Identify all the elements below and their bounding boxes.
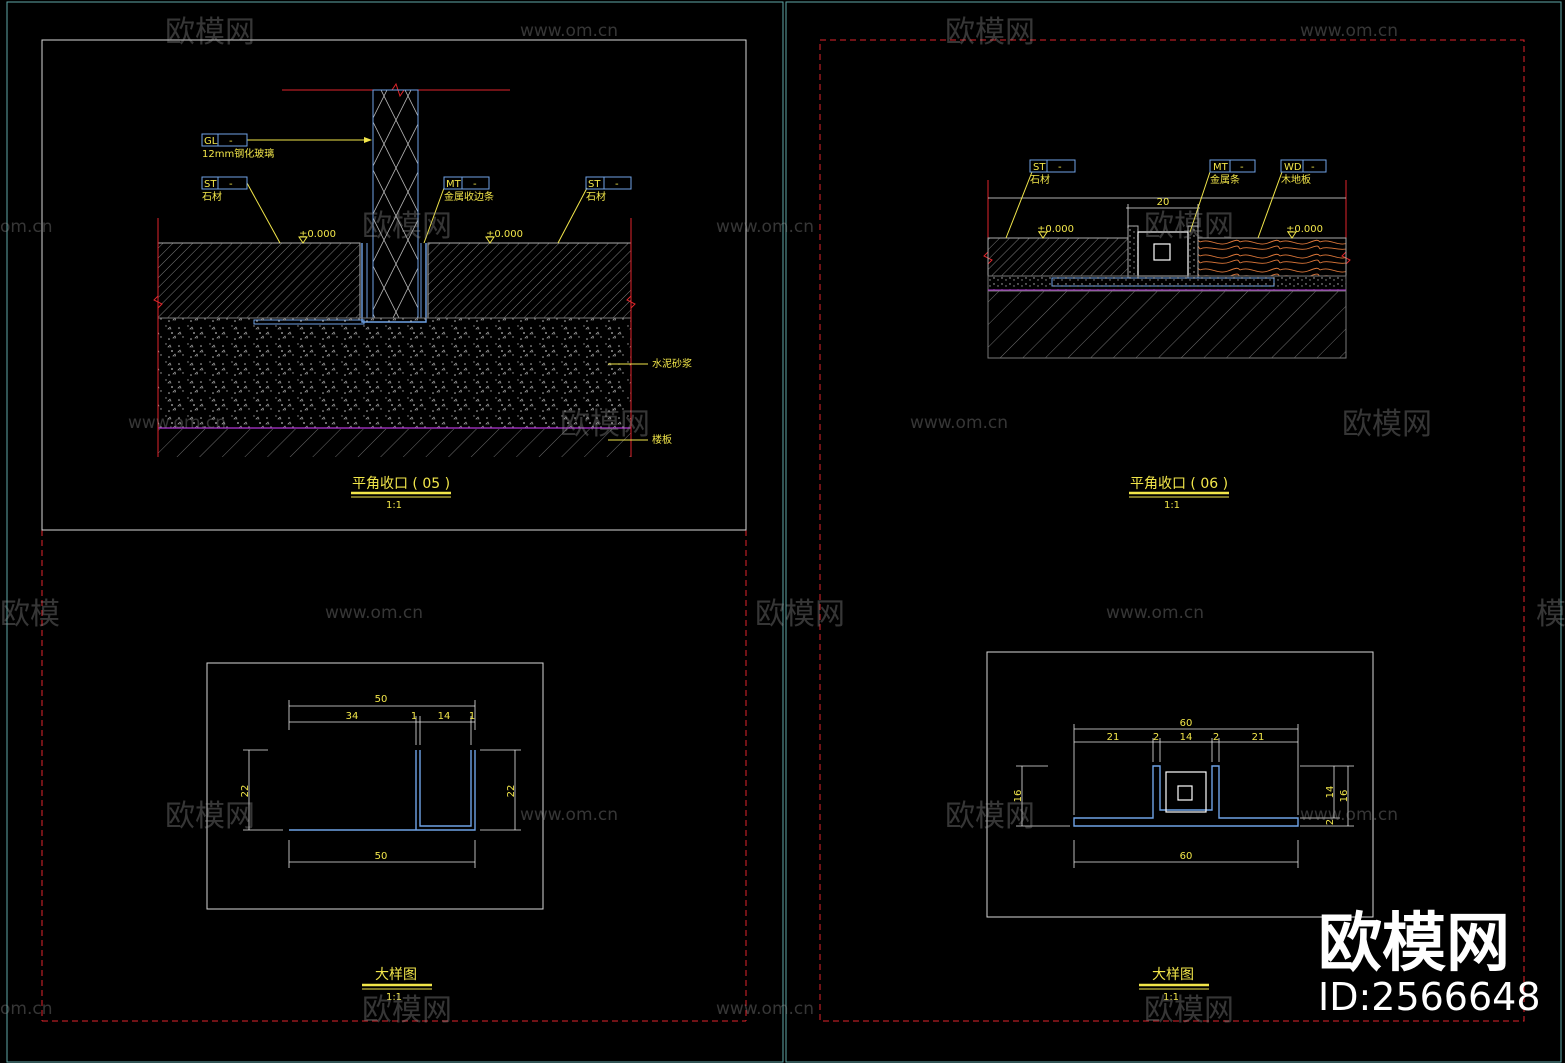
watermark-logo: 欧模网 bbox=[165, 799, 255, 834]
detail-05-section bbox=[41, 39, 747, 531]
dim-overall-bottom: 60 bbox=[1180, 851, 1193, 862]
sheet-frames bbox=[6, 1, 1562, 1063]
watermark-url: www.om.cn bbox=[520, 805, 618, 825]
large-detail-05-scale: 1:1 bbox=[386, 992, 402, 1003]
level-mark-left: ±0.000 bbox=[299, 229, 336, 240]
watermark-logo-partial: 模网 bbox=[1536, 597, 1565, 632]
dim-left-height: 22 bbox=[240, 785, 251, 798]
print-border-left bbox=[41, 530, 747, 1022]
watermark-url: www.om.cn bbox=[910, 413, 1008, 433]
tag-gl-note: 12mm钢化玻璃 bbox=[202, 147, 274, 160]
watermark-logo: 欧模网 bbox=[755, 597, 845, 632]
watermark-url: www.om.cn bbox=[716, 217, 814, 237]
tag-mt-note: 金属收边条 bbox=[444, 190, 494, 203]
watermark-logo: 欧模网 bbox=[945, 799, 1035, 834]
watermark-url: www.om.cn bbox=[128, 413, 226, 433]
detail-06-scale: 1:1 bbox=[1164, 500, 1180, 511]
watermark-logo: 欧模网 bbox=[362, 993, 452, 1028]
dim-e: 21 bbox=[1252, 732, 1265, 743]
dim-c: 14 bbox=[1180, 732, 1193, 743]
level-mark-right: ±0.000 bbox=[1286, 224, 1323, 235]
tag-mt-code: MT bbox=[1213, 162, 1229, 173]
large-detail-06-scale: 1:1 bbox=[1163, 992, 1179, 1003]
watermark-logo: 欧模网 bbox=[1144, 993, 1234, 1028]
dim-d: 2 bbox=[1213, 732, 1219, 743]
tag-wd-code: WD bbox=[1284, 162, 1302, 173]
detail-05-title: 平角收口 ( 05 ) bbox=[352, 476, 450, 492]
dim-overall-top: 50 bbox=[375, 694, 388, 705]
tag-mt-code: MT bbox=[446, 179, 462, 190]
tag-st-right-note: 石材 bbox=[586, 190, 606, 203]
watermark-url: www.om.cn bbox=[716, 999, 814, 1019]
watermark-url-partial: om.cn bbox=[0, 999, 53, 1019]
tag-st-right-suffix: - bbox=[615, 179, 619, 190]
tag-wd-note: 木地板 bbox=[1281, 173, 1311, 186]
detail-06-section bbox=[983, 159, 1351, 498]
watermark-url-partial: om.cn bbox=[0, 217, 53, 237]
label-slab: 楼板 bbox=[652, 433, 672, 446]
dim-gap-2: 1 bbox=[469, 711, 475, 722]
tag-mt-suffix: - bbox=[473, 179, 477, 190]
tag-mt-suffix: - bbox=[1240, 162, 1244, 173]
watermark-logo-partial: 欧模 bbox=[0, 597, 60, 632]
detail-06-labels: ST - 石材 MT - 金属条 WD - 木地板 20 ±0.000 ±0.0… bbox=[1030, 162, 1323, 511]
brand-mark: 欧模网 ID:2566648 bbox=[1318, 907, 1541, 1019]
detail-05-labels: GL - 12mm钢化玻璃 ST - 石材 MT - 金属收边条 ST - 石材… bbox=[202, 136, 692, 511]
detail-06-title: 平角收口 ( 06 ) bbox=[1130, 476, 1228, 492]
tag-gl-code: GL bbox=[204, 136, 218, 147]
dim-overall-bottom: 50 bbox=[375, 851, 388, 862]
brand-logo: 欧模网 bbox=[1318, 907, 1510, 981]
tag-st-left-code: ST bbox=[204, 179, 217, 190]
watermark-url: www.om.cn bbox=[1106, 603, 1204, 623]
watermark-layer: www.om.cn www.om.cn www.om.cn om.cn www.… bbox=[0, 15, 1565, 1028]
dim-right-height: 22 bbox=[506, 785, 517, 798]
watermark-logo: 欧模网 bbox=[945, 15, 1035, 50]
watermark-logo: 欧模网 bbox=[362, 209, 452, 244]
print-border-right bbox=[819, 39, 1525, 1022]
dim-right-outer: 16 bbox=[1339, 790, 1350, 803]
dim-b: 2 bbox=[1153, 732, 1159, 743]
tag-st-suffix: - bbox=[1058, 162, 1062, 173]
dim-left-height: 16 bbox=[1013, 790, 1024, 803]
level-mark-left: ±0.000 bbox=[1037, 224, 1074, 235]
watermark-logo: 欧模网 bbox=[1144, 209, 1234, 244]
large-detail-06-labels: 60 21 2 14 2 21 16 14 16 2 60 大样图 1:1 bbox=[1013, 718, 1350, 1003]
tag-st-code: ST bbox=[1033, 162, 1046, 173]
dim-right-inner: 14 bbox=[1325, 786, 1336, 799]
watermark-url: www.om.cn bbox=[1300, 805, 1398, 825]
dim-overall-top: 60 bbox=[1180, 718, 1193, 729]
tag-gl-suffix: - bbox=[229, 136, 233, 147]
tag-mt-note: 金属条 bbox=[1210, 173, 1240, 186]
tag-st-right-code: ST bbox=[588, 179, 601, 190]
large-detail-05 bbox=[206, 662, 544, 990]
watermark-url: www.om.cn bbox=[325, 603, 423, 623]
tag-wd-suffix: - bbox=[1311, 162, 1315, 173]
watermark-logo: 欧模网 bbox=[165, 15, 255, 50]
tag-st-left-suffix: - bbox=[229, 179, 233, 190]
watermark-logo: 欧模网 bbox=[1342, 407, 1432, 442]
tag-st-left-note: 石材 bbox=[202, 190, 222, 203]
dim-right: 14 bbox=[438, 711, 451, 722]
brand-id: ID:2566648 bbox=[1318, 975, 1541, 1019]
dim-right-small: 2 bbox=[1325, 819, 1336, 825]
large-detail-05-title: 大样图 bbox=[375, 967, 417, 983]
dim-gap-1: 1 bbox=[411, 711, 417, 722]
watermark-url: www.om.cn bbox=[1300, 21, 1398, 41]
large-detail-06 bbox=[986, 651, 1374, 990]
tag-st-note: 石材 bbox=[1030, 173, 1050, 186]
level-mark-right: ±0.000 bbox=[486, 229, 523, 240]
dimension-20: 20 bbox=[1157, 197, 1170, 208]
detail-05-scale: 1:1 bbox=[386, 500, 402, 511]
watermark-url: www.om.cn bbox=[520, 21, 618, 41]
large-detail-05-labels: 50 34 1 1 14 22 22 50 大样图 1:1 bbox=[240, 694, 517, 1003]
dim-left: 34 bbox=[346, 711, 359, 722]
large-detail-06-title: 大样图 bbox=[1152, 967, 1194, 983]
dim-a: 21 bbox=[1107, 732, 1120, 743]
label-mortar: 水泥砂浆 bbox=[652, 357, 692, 370]
watermark-logo: 欧模网 bbox=[560, 407, 650, 442]
